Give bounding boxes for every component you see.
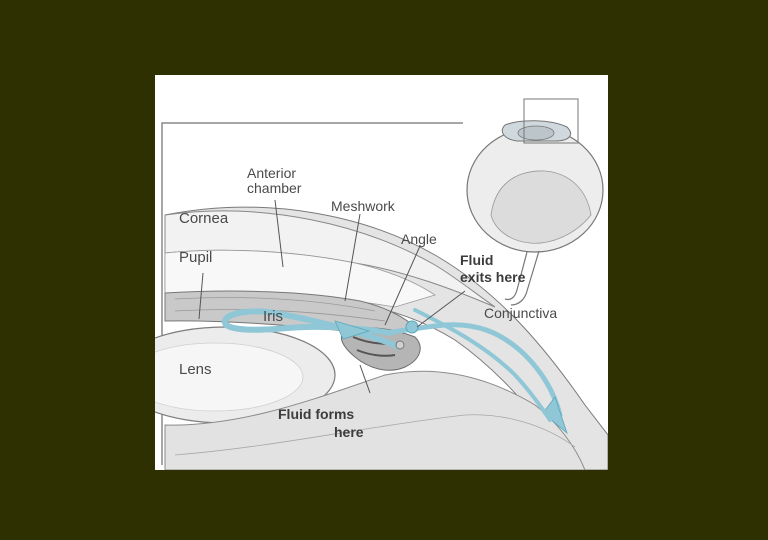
label-cornea: Cornea xyxy=(179,210,229,227)
label-meshwork: Meshwork xyxy=(331,198,395,214)
label-anterior-chamber-line1: Anterior xyxy=(247,165,297,181)
exit-loop xyxy=(405,320,419,334)
label-lens: Lens xyxy=(179,361,212,378)
leader-meshwork xyxy=(344,213,361,302)
vitreous-body xyxy=(164,370,586,470)
drainage-arrowhead-1 xyxy=(542,396,568,435)
leader-pupil xyxy=(198,272,204,320)
label-pupil: Pupil xyxy=(179,249,213,266)
leader-fluid-exits xyxy=(416,290,466,328)
inset-eyeball xyxy=(466,98,604,306)
label-fluid-exits-line2: exits here xyxy=(460,269,526,285)
label-fluid-exits-line1: Fluid xyxy=(460,252,494,268)
label-fluid-forms-line1: Fluid forms xyxy=(278,406,355,422)
label-anterior-chamber-line2: chamber xyxy=(247,180,302,196)
eye-anatomy-illustration xyxy=(155,98,608,470)
label-fluid-forms-line2: here xyxy=(334,424,364,440)
leader-angle xyxy=(384,245,421,326)
label-iris: Iris xyxy=(263,308,283,325)
inset-zoom-box xyxy=(523,98,579,144)
fluid-flow-arrowhead xyxy=(334,320,371,340)
label-angle: Angle xyxy=(401,231,437,247)
leader-anterior-chamber xyxy=(274,199,284,268)
label-conjunctiva: Conjunctiva xyxy=(484,305,558,321)
diagram-panel: Anterior chamber Meshwork Cornea Angle P… xyxy=(155,75,608,470)
leader-fluid-forms xyxy=(359,364,371,394)
